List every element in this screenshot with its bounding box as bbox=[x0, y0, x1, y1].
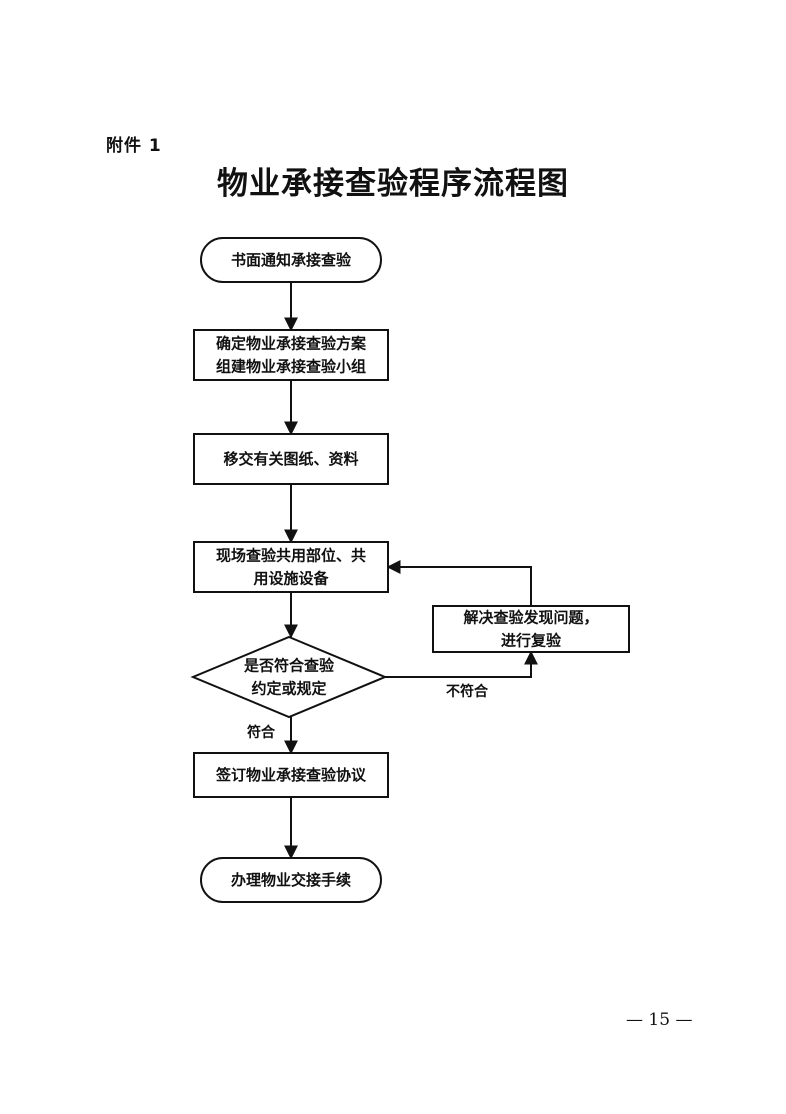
edge-decision-to-fix bbox=[385, 650, 538, 678]
node-sign: 签订物业承接查验协议 bbox=[193, 752, 389, 798]
page-number: — 15 — bbox=[626, 1010, 693, 1030]
node-end: 办理物业交接手续 bbox=[200, 857, 382, 903]
node-end-shape bbox=[200, 857, 382, 903]
node-plan-line-2: 组建物业承接查验小组 bbox=[216, 358, 366, 376]
node-decision-line-2: 约定或规定 bbox=[251, 680, 326, 698]
node-fix-line-1: 解决查验发现问题， bbox=[463, 609, 598, 627]
node-fix-shape bbox=[432, 605, 630, 653]
node-plan-shape bbox=[193, 329, 389, 381]
node-start-line-1: 书面通知承接查验 bbox=[231, 251, 352, 269]
node-inspect-line-2: 用设施设备 bbox=[253, 570, 329, 588]
page-title: 物业承接查验程序流程图 bbox=[217, 166, 569, 202]
edge-layer bbox=[284, 282, 538, 860]
attachment-label: 附件 1 bbox=[106, 136, 162, 156]
node-start-shape bbox=[200, 237, 382, 283]
node-inspect-line-1: 现场查验共用部位、共 bbox=[216, 547, 366, 565]
edge-label-decision-to-sign: 符合 bbox=[246, 724, 276, 741]
node-decision-line-1: 是否符合查验 bbox=[243, 657, 335, 675]
node-inspect-shape bbox=[193, 541, 389, 593]
node-layer: 书面通知承接查验确定物业承接查验方案组建物业承接查验小组移交有关图纸、资料现场查… bbox=[190, 237, 630, 903]
node-decision-shape bbox=[190, 635, 388, 719]
node-fix-line-2: 进行复验 bbox=[501, 632, 562, 650]
node-sign-line-1: 签订物业承接查验协议 bbox=[215, 766, 367, 784]
node-handover_docs-line-1: 移交有关图纸、资料 bbox=[223, 450, 358, 468]
node-end-line-1: 办理物业交接手续 bbox=[231, 871, 351, 889]
node-handover_docs-shape bbox=[193, 433, 389, 485]
node-handover_docs: 移交有关图纸、资料 bbox=[193, 433, 389, 485]
node-sign-shape bbox=[193, 752, 389, 798]
node-plan-line-1: 确定物业承接查验方案 bbox=[216, 335, 367, 353]
edge-fix-to-inspect bbox=[386, 560, 532, 606]
edge-label-decision-to-fix: 不符合 bbox=[446, 683, 489, 700]
node-start: 书面通知承接查验 bbox=[200, 237, 382, 283]
node-fix: 解决查验发现问题， 进行复验 bbox=[432, 605, 630, 653]
